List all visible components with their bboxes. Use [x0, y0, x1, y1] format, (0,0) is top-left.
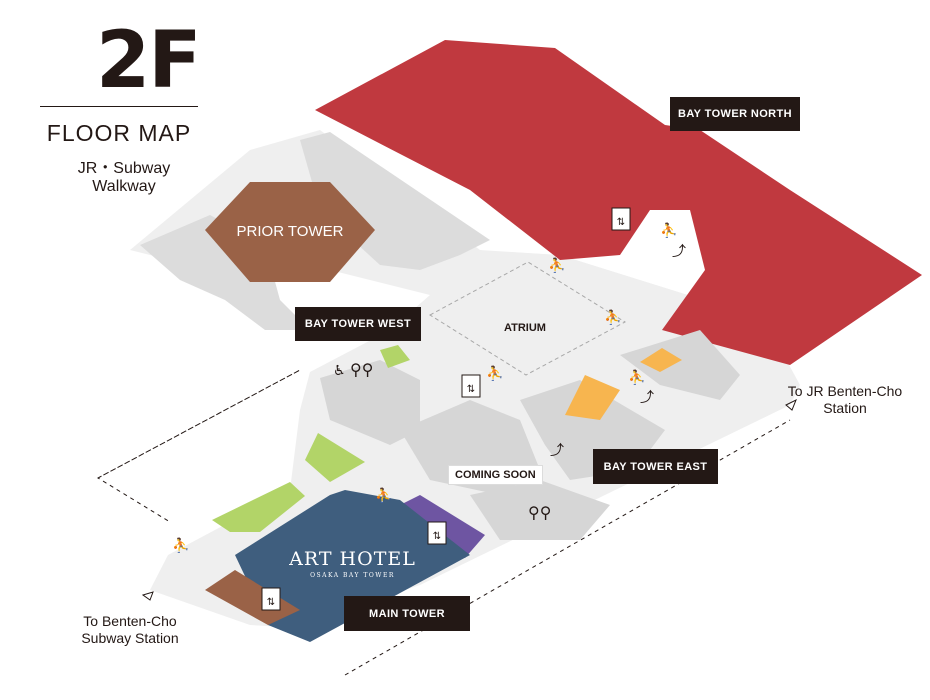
- shop-green-3[interactable]: [212, 482, 305, 532]
- elevator-icon: ⇅: [427, 521, 447, 545]
- bay-tower-west-label[interactable]: BAY TOWER WEST: [295, 307, 421, 341]
- bay-tower-north-label[interactable]: BAY TOWER NORTH: [670, 97, 800, 131]
- floor-number: 2F: [96, 16, 202, 106]
- elevator-icon: ⇅: [611, 207, 631, 231]
- jr-station-label: To JR Benten-Cho Station: [775, 383, 915, 417]
- stairs-icon: ⛹: [628, 368, 645, 386]
- bay-tower-north-area[interactable]: [315, 40, 922, 365]
- art-hotel-logo[interactable]: ART HOTEL OSAKA BAY TOWER: [285, 548, 420, 579]
- subway-station-line1: To Benten-Cho: [83, 613, 177, 629]
- shop-green-2[interactable]: [305, 433, 365, 482]
- restroom-icon: ⚲⚲: [528, 503, 551, 522]
- shop-orange-2[interactable]: [640, 348, 682, 372]
- prior-tower-label[interactable]: PRIOR TOWER: [236, 223, 344, 240]
- escalator-icon: ⤴: [672, 244, 686, 260]
- jr-station-line1: To JR Benten-Cho: [787, 383, 903, 399]
- wheelchair-icon: ♿: [333, 363, 346, 379]
- stairs-icon: ⛹: [486, 364, 503, 382]
- main-tower-label[interactable]: MAIN TOWER: [344, 596, 470, 631]
- jr-station-line2: Station: [823, 400, 867, 416]
- art-hotel-sub: OSAKA BAY TOWER: [310, 572, 395, 579]
- stairs-icon: ⛹: [660, 221, 677, 239]
- coming-soon-label: COMING SOON: [448, 465, 543, 485]
- stairs-icon: ⛹: [604, 308, 621, 326]
- shop-block-ne: [620, 330, 740, 400]
- arrow-icon: [785, 398, 797, 411]
- header-divider: [40, 106, 198, 107]
- west-corridor-blocks: [300, 132, 490, 270]
- prior-tower-area[interactable]: [205, 182, 375, 282]
- arrow-icon: [141, 591, 154, 601]
- subway-station-label: To Benten-Cho Subway Station: [60, 613, 200, 647]
- subway-station-line2: Subway Station: [81, 630, 179, 646]
- svg-text:⇅: ⇅: [617, 217, 625, 228]
- art-hotel-name: ART HOTEL: [289, 548, 416, 570]
- stairs-icon: ⛹: [172, 536, 189, 554]
- restroom-icon: ⚲⚲: [350, 360, 373, 379]
- floor-map-title: FLOOR MAP: [46, 120, 192, 146]
- subtitle-line1: JR・Subway: [77, 160, 171, 177]
- stairs-icon: ⛹: [375, 486, 392, 504]
- shop-block-south: [470, 480, 610, 540]
- elevator-icon: ⇅: [261, 587, 281, 611]
- stairs-icon: ⛹: [548, 256, 565, 274]
- escalator-icon: ⤴: [640, 390, 654, 406]
- svg-text:⇅: ⇅: [267, 597, 275, 608]
- west-dashed-outline: [96, 369, 301, 523]
- floor-subtitle: JR・Subway Walkway: [40, 160, 208, 196]
- shop-block-west: [320, 360, 420, 445]
- elevator-icon: ⇅: [461, 374, 481, 398]
- bay-tower-east-label[interactable]: BAY TOWER EAST: [593, 449, 718, 484]
- main-tower-brown-block[interactable]: [205, 570, 300, 625]
- svg-text:⇅: ⇅: [433, 531, 441, 542]
- art-hotel-area[interactable]: [235, 490, 470, 642]
- shop-orange-1[interactable]: [565, 375, 620, 420]
- atrium-area: [429, 261, 627, 376]
- shop-green-1[interactable]: [380, 345, 410, 368]
- escalator-icon: ⤴: [550, 443, 564, 459]
- subtitle-line2: Walkway: [92, 178, 156, 195]
- atrium-label: ATRIUM: [504, 322, 546, 334]
- svg-text:⇅: ⇅: [467, 384, 475, 395]
- prior-tower-surround: [140, 215, 310, 330]
